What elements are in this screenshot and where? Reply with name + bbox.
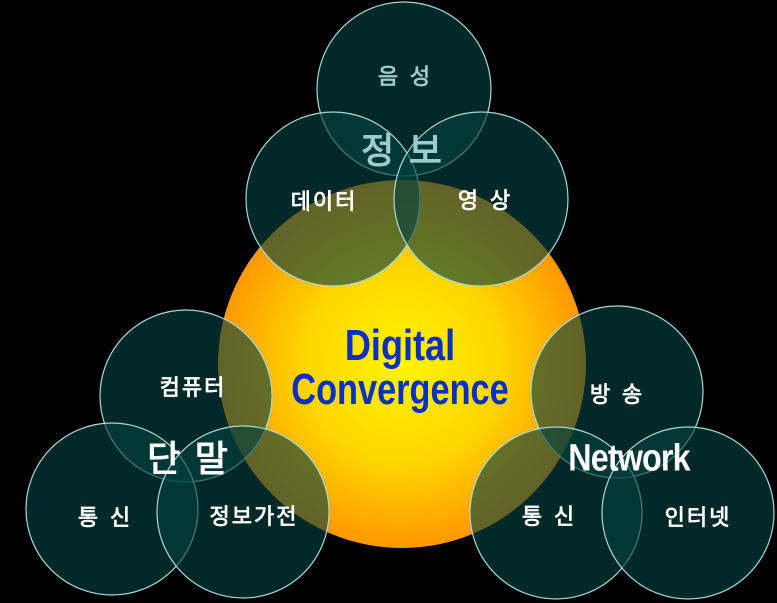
circle-video [393,111,569,287]
circle-home-appliance [156,425,330,599]
label-telecom-right: 통 신 [521,505,577,530]
label-broadcast: 방 송 [589,383,645,408]
label-voice: 음 성 [377,65,433,90]
label-video: 영 상 [457,189,513,214]
hub-label-terminal: 단 말 [147,439,229,480]
label-data: 데이터 [290,190,358,215]
label-internet: 인터넷 [664,506,732,531]
label-telecom-left: 통 신 [77,506,133,531]
hub-label-information: 정 보 [361,131,443,172]
label-home-appliance: 정보가전 [209,505,299,530]
hub-label-network: Network [568,437,690,480]
label-computer: 컴퓨터 [159,376,227,401]
center-title-line1: Digital [344,321,456,370]
circle-internet [601,426,775,600]
center-title-line2: Convergence [291,365,509,414]
